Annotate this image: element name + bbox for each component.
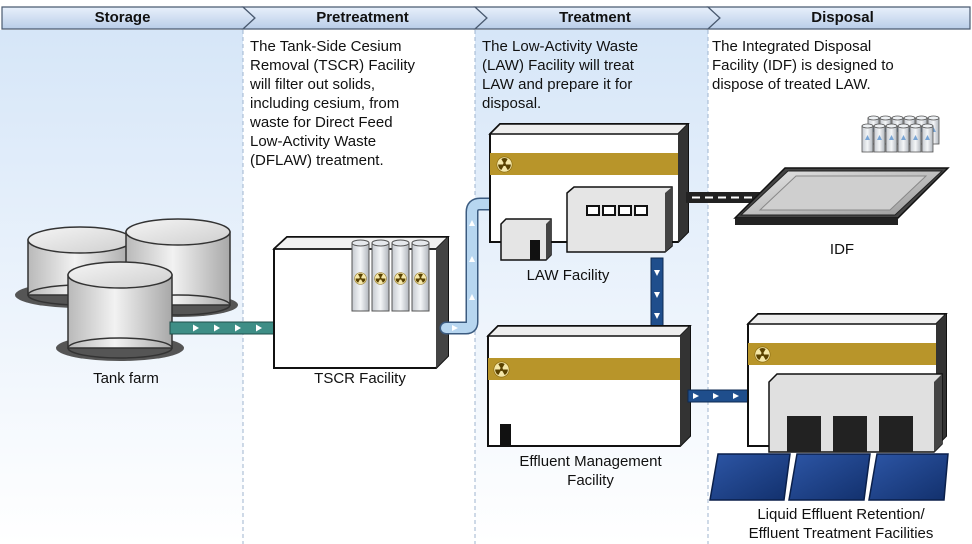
flow-arrow-icon (452, 325, 458, 331)
effluent-management-facility (486, 325, 692, 447)
description-line: Removal (TSCR) Facility (250, 57, 416, 74)
description-line: dispose of treated LAW. (712, 76, 871, 93)
waste-canister-icon (351, 239, 370, 312)
stage-header-pretreatment: Pretreatment (316, 9, 409, 26)
flow-arrow-icon (654, 270, 660, 276)
flow-arrow-icon (256, 324, 262, 332)
description-line: Low-Activity Waste (250, 133, 377, 150)
description-line: Facility (IDF) is designed to (712, 57, 894, 74)
law-facility-caption: LAW Facility (526, 267, 610, 284)
flow-arrow-icon (733, 393, 739, 399)
lerf-etf-facility (709, 313, 949, 501)
pretreatment-description: The Tank-Side Cesium Removal (TSCR) Faci… (250, 37, 475, 170)
stage-header-storage: Storage (94, 9, 151, 26)
description-line: (LAW) Facility will treat (482, 57, 634, 74)
idf-caption: IDF (829, 241, 855, 258)
waste-canister-icon (873, 123, 886, 153)
stage-header-bar (1, 6, 971, 30)
description-line: The Integrated Disposal (712, 38, 872, 55)
tank-to-tscr-pipe (169, 321, 275, 335)
description-line: including cesium, from (250, 95, 400, 112)
flow-arrow-icon (469, 220, 475, 226)
tank-farm-caption: Tank farm (93, 370, 159, 387)
waste-canister-icon (371, 239, 390, 312)
caption-line: Effluent Management (519, 453, 662, 470)
law-facility (488, 123, 690, 261)
stage-header-treatment: Treatment (559, 9, 631, 26)
description-line: (DFLAW) treatment. (250, 152, 384, 169)
effluent-management-caption: Effluent Management Facility (493, 452, 688, 490)
flow-arrow-icon (713, 393, 719, 399)
storage-tank-icon (56, 261, 184, 361)
flow-arrow-icon (654, 313, 660, 319)
flow-arrow-icon (235, 324, 241, 332)
waste-canister-icon (861, 123, 874, 153)
flow-arrow-icon (469, 256, 475, 262)
description-line: waste for Direct Feed (250, 114, 393, 131)
waste-canister-group (861, 115, 940, 153)
stage-header-disposal: Disposal (811, 9, 874, 26)
idf-facility (733, 115, 950, 225)
retention-basins (709, 453, 949, 501)
tscr-facility (272, 236, 450, 369)
description-line: disposal. (482, 95, 542, 112)
description-line: will filter out solids, (250, 76, 376, 93)
waste-canister-icon (921, 123, 934, 153)
caption-line: Facility (567, 472, 614, 489)
description-line: LAW and prepare it for (482, 76, 633, 93)
description-line: The Tank-Side Cesium (250, 38, 402, 55)
caption-line: Effluent Treatment Facilities (748, 525, 934, 542)
waste-canister-icon (411, 239, 430, 312)
caption-line: Liquid Effluent Retention/ (757, 506, 925, 523)
waste-canister-icon (391, 239, 410, 312)
flow-arrow-icon (469, 294, 475, 300)
tscr-facility-caption: TSCR Facility (314, 370, 406, 387)
lerf-etf-caption: Liquid Effluent Retention/ Effluent Trea… (712, 505, 970, 543)
flow-arrow-icon (214, 324, 220, 332)
description-line: The Low-Activity Waste (482, 38, 639, 55)
law-to-idf-connector (686, 192, 762, 203)
tank-farm (15, 218, 238, 361)
flow-arrow-icon (654, 292, 660, 298)
waste-canister-icon (897, 123, 910, 153)
flow-arrow-icon (693, 393, 699, 399)
flow-arrow-icon (193, 324, 199, 332)
emf-to-lerf-pipe (687, 389, 753, 403)
waste-canister-icon (909, 123, 922, 153)
tscr-to-law-pipe (439, 197, 501, 335)
disposal-description: The Integrated Disposal Facility (IDF) i… (712, 37, 970, 94)
treatment-description: The Low-Activity Waste (LAW) Facility wi… (482, 37, 708, 113)
law-to-emf-pipe (650, 257, 664, 329)
waste-canister-icon (885, 123, 898, 153)
